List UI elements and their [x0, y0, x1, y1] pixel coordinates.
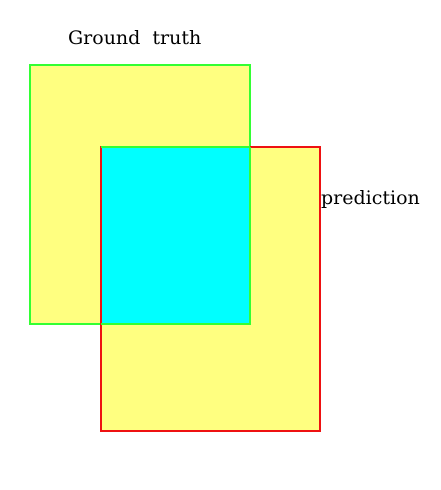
intersection-region [102, 148, 249, 323]
ground-truth-label: Ground truth [68, 27, 201, 49]
prediction-label: prediction [321, 187, 420, 209]
